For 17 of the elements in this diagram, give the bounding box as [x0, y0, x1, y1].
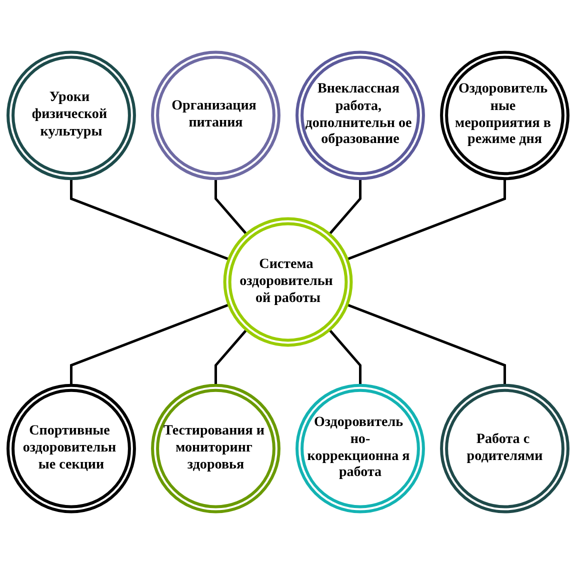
node-circle: Внеклассная работа, дополнительн ое образование	[296, 50, 425, 180]
connector	[328, 178, 362, 236]
node-circle: Организация питания	[151, 50, 280, 180]
connector	[70, 178, 230, 260]
connector	[328, 328, 362, 386]
connector	[346, 178, 506, 260]
node-circle: Система оздоровительн ой работы	[223, 217, 353, 347]
node-circle: Оздоровитель но-коррекционна я работа	[296, 384, 425, 514]
node-circle: Тестирования и мониторинг здоровья	[151, 384, 280, 514]
node-circle: Спортивные оздоровительн ые секции	[6, 384, 136, 514]
connector	[70, 304, 230, 386]
node-circle: Работа с родителями	[440, 384, 570, 514]
connector	[214, 178, 248, 236]
connector	[346, 304, 506, 386]
connector	[214, 328, 248, 386]
node-circle: Уроки физической культуры	[6, 50, 136, 180]
node-circle: Оздоровитель ные мероприятия в режиме дня	[440, 50, 570, 180]
